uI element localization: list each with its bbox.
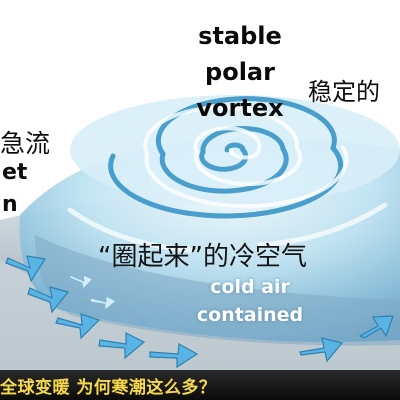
stream-label-fragment: n bbox=[2, 192, 18, 217]
arrow-icon bbox=[98, 332, 146, 360]
caption-text: 全球变暖 为何寒潮这么多？ bbox=[0, 378, 217, 398]
arrow-icon bbox=[149, 343, 199, 369]
caption-bar bbox=[0, 370, 400, 400]
cold-air-label: cold air bbox=[210, 276, 290, 298]
jet-stream-arrows bbox=[5, 255, 394, 369]
arrow-icon bbox=[55, 313, 101, 340]
arrow-icon bbox=[5, 255, 46, 283]
arrow-icon bbox=[27, 286, 70, 314]
stable-polar-vortex-cn-label: 稳定的 bbox=[308, 78, 380, 106]
contained-cold-air-cn-label: “圈起来”的冷空气 bbox=[98, 242, 307, 272]
arrow-icon bbox=[358, 315, 394, 339]
arrow-icon bbox=[299, 337, 344, 363]
stable-label: stable bbox=[198, 22, 282, 50]
vortex-label: vortex bbox=[196, 94, 284, 122]
jet-stream-cn-label: 急流 bbox=[0, 129, 51, 158]
swirl-vortex-icon bbox=[67, 95, 400, 253]
small-jet-arrows bbox=[69, 274, 117, 312]
contained-label: contained bbox=[196, 304, 304, 326]
jet-label-fragment: et bbox=[2, 160, 28, 185]
polar-label: polar bbox=[205, 58, 275, 86]
